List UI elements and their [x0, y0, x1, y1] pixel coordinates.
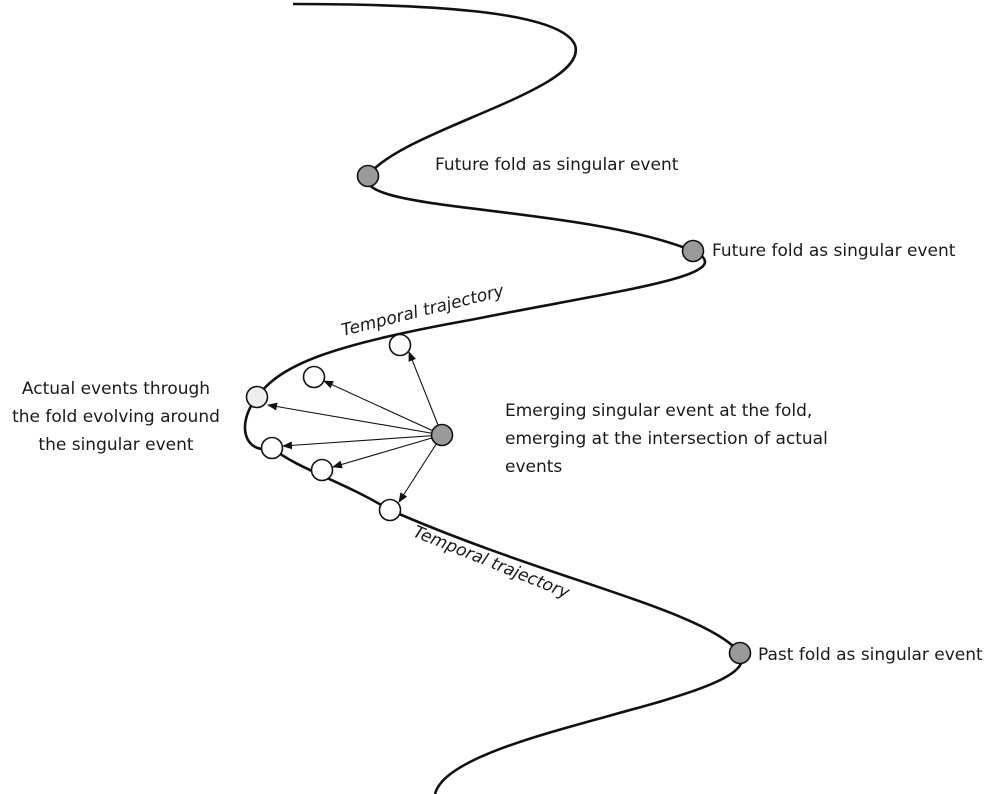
- emergence-arrows: [267, 351, 443, 503]
- actual-events-label-line-2: the fold evolving around: [12, 407, 220, 427]
- arrow-to-event-1: [408, 351, 443, 436]
- actual-events-label-line-3: the singular event: [38, 435, 194, 455]
- emerging-event-label-line-3: events: [505, 457, 562, 477]
- arrow-to-event-3: [267, 402, 443, 436]
- past-fold-node: [728, 641, 752, 665]
- arrow-to-event-5: [332, 434, 443, 469]
- actual-event-node-1: [388, 333, 412, 357]
- actual-event-node-2: [302, 365, 326, 389]
- actual-event-node-3: [245, 385, 269, 409]
- actual-event-node-6: [378, 498, 402, 522]
- emerging-event-label: Emerging singular event at the fold, eme…: [505, 401, 828, 477]
- actual-event-node-5: [310, 458, 334, 482]
- actual-events-label: Actual events through the fold evolving …: [12, 379, 220, 455]
- arrow-to-event-4: [282, 434, 443, 450]
- temporal-trajectory-label-upper: Temporal trajectory: [339, 281, 507, 341]
- temporal-trajectory-curve: [243, 2, 744, 794]
- future-fold-label-right: Future fold as singular event: [712, 241, 956, 261]
- temporal-trajectory-label-lower: Temporal trajectory: [410, 522, 573, 603]
- future-fold-label-upper: Future fold as singular event: [435, 155, 679, 175]
- arrow-to-event-6: [398, 434, 443, 503]
- actual-events-label-line-1: Actual events through: [22, 379, 210, 399]
- actual-event-node-4: [260, 436, 284, 460]
- emerging-singular-event-node: [430, 423, 454, 447]
- future-fold-node-upper: [356, 164, 380, 188]
- future-fold-node-right: [681, 239, 705, 263]
- past-fold-label: Past fold as singular event: [758, 645, 983, 665]
- emerging-event-label-line-2: emerging at the intersection of actual: [505, 429, 828, 449]
- arrow-to-event-2: [323, 380, 443, 436]
- emerging-event-label-line-1: Emerging singular event at the fold,: [505, 401, 812, 421]
